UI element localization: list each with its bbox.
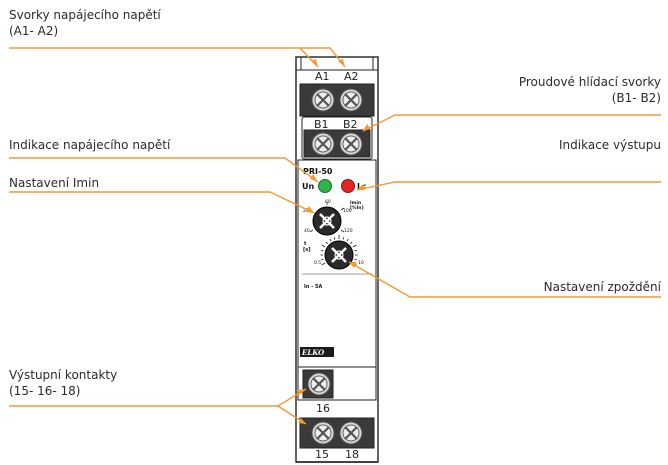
label-imin-setting: Nastavení Imin — [9, 176, 100, 190]
label-output-contacts-line1: Výstupní kontakty — [9, 368, 118, 382]
t-scale-max: 10 — [358, 260, 364, 266]
imin-scale-60: 60 — [325, 199, 331, 205]
delay-scale-tick — [321, 258, 324, 261]
led-output-icon — [341, 179, 355, 193]
label-output-contacts-line2: (15- 16- 18) — [9, 384, 81, 398]
led-un-icon — [318, 179, 332, 193]
screw-b2-icon — [338, 131, 364, 157]
delay-scale-tick — [352, 244, 357, 248]
imin-unit-line1: Imin — [350, 200, 361, 206]
delay-scale-tick — [321, 249, 324, 252]
terminal-b1-label: B1 — [314, 118, 329, 131]
callout-arrowheads — [297, 59, 371, 424]
label-supply-terminals-line2: (A1- A2) — [9, 24, 59, 38]
screw-a2-icon — [338, 87, 364, 113]
terminal-block-bottom — [299, 417, 375, 449]
model-label: PRI-50 — [303, 167, 333, 176]
label-current-terminals-line2: (B1- B2) — [611, 91, 661, 105]
screw-16-icon — [306, 371, 332, 397]
label-supply-terminals-line1: Svorky napájecího napětí — [9, 8, 161, 22]
delay-scale-tick — [354, 249, 357, 252]
label-delay-setting: Nastavení zpoždění — [543, 280, 661, 294]
delay-scale-tick — [321, 262, 326, 266]
delay-scale-tick — [346, 238, 349, 242]
t-label-line2: [s] — [303, 247, 311, 253]
t-label-line1: t — [304, 241, 307, 247]
imin-scale-20: 20 — [303, 208, 309, 214]
delay-scale-tick — [333, 237, 336, 240]
imin-scale-120: 120 — [344, 228, 353, 234]
contact-16-label: 16 — [316, 402, 330, 415]
screw-a1-icon — [310, 87, 336, 113]
brand-text: ELKO — [301, 348, 325, 357]
brand-logo — [300, 347, 334, 357]
contact-15-label: 15 — [315, 448, 329, 461]
delay-scale-tick — [321, 244, 326, 248]
delay-scale-tick — [354, 258, 357, 261]
screw-15-icon — [310, 420, 336, 446]
terminal-a1-label: A1 — [315, 70, 330, 83]
label-output-contacts: Výstupní kontakty (15- 16- 18) — [9, 367, 117, 399]
label-current-terminals-line1: Proudové hlídací svorky — [518, 75, 661, 89]
led-un-label: Un — [302, 182, 314, 191]
screw-18-icon — [338, 420, 364, 446]
relay-device — [295, 56, 379, 463]
imin-scale-100: 100 — [343, 208, 352, 214]
terminal-b2-label: B2 — [343, 118, 358, 131]
callout-lines — [9, 47, 661, 425]
label-current-terminals: Proudové hlídací svorky (B1- B2) — [519, 74, 661, 106]
label-output-indication: Indikace výstupu — [559, 138, 661, 152]
terminal-a2-label: A2 — [344, 70, 359, 83]
delay-scale-tick — [329, 238, 332, 242]
delay-scale-tick — [342, 237, 345, 240]
screw-b1-icon — [310, 131, 336, 157]
delay-scale-tick — [350, 241, 353, 244]
label-supply-indication: Indikace napájecího napětí — [9, 138, 171, 152]
delay-knob[interactable] — [324, 240, 354, 270]
t-scale-min: 0.5 — [314, 260, 321, 266]
rating-label: In - 5A — [304, 284, 322, 290]
imin-knob[interactable] — [312, 206, 342, 236]
imin-scale-40: 40 — [304, 228, 310, 234]
contact-18-label: 18 — [345, 448, 359, 461]
delay-scale-tick — [325, 241, 328, 244]
terminal-block-a — [299, 83, 375, 117]
label-supply-terminals: Svorky napájecího napětí (A1- A2) — [9, 7, 161, 39]
imin-unit-line2: [%In] — [350, 205, 364, 211]
